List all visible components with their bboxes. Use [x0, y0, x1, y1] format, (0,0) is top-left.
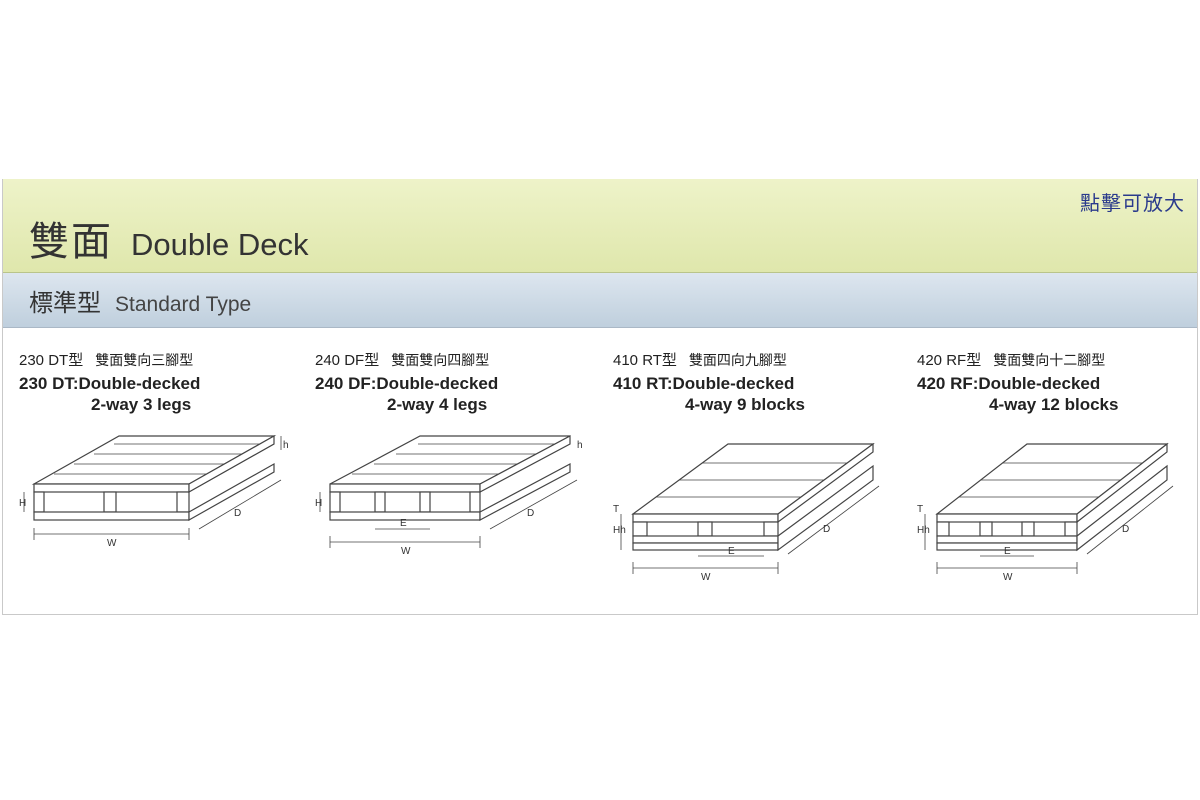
depth-label: D	[234, 508, 241, 519]
item-code: 240 DF型雙面雙向四腳型	[315, 349, 489, 370]
pallet-diagram-240df: E W D H h	[315, 435, 583, 557]
pallet-panel: 雙面 Double Deck 點擊可放大 標準型 Standard Type 230…	[2, 179, 1198, 615]
item-name-chinese: 雙面雙向三腳型	[95, 353, 194, 369]
item-name-chinese: 雙面雙向四腳型	[391, 353, 490, 369]
pallet-diagram-230dt: W D H h	[19, 434, 289, 549]
width-label: W	[107, 538, 117, 549]
dimension-lines	[23, 436, 282, 540]
spacing-label: E	[1004, 546, 1011, 557]
item-code: 420 RF型雙面雙向十二腳型	[917, 349, 1105, 370]
height-label: H	[315, 498, 322, 509]
pallet-drawing	[329, 435, 571, 521]
depth-label: D	[1122, 524, 1129, 535]
page-title: 雙面 Double Deck	[29, 209, 308, 267]
section-title-chinese: 標準型	[29, 289, 101, 317]
pallet-item-230dt[interactable]: 230 DT型雙面雙向三腳型 230 DT:Double-decked 2-wa…	[19, 349, 319, 599]
zoom-link[interactable]: 點擊可放大	[1080, 191, 1185, 215]
item-description-line1: 410 RT:Double-decked	[613, 374, 795, 393]
item-code-label: 240 DF型	[315, 352, 380, 369]
item-description-line2: 4-way 9 blocks	[685, 395, 806, 414]
spacing-label: E	[400, 518, 407, 529]
section-title-english: Standard Type	[115, 293, 252, 316]
width-label: W	[401, 546, 411, 557]
height-label: H	[19, 498, 26, 509]
main-header: 雙面 Double Deck 點擊可放大	[3, 179, 1197, 273]
deck-height-label: h	[577, 440, 583, 451]
item-description-line2: 2-way 3 legs	[91, 395, 192, 414]
pallet-item-410rt[interactable]: 410 RT型雙面四向九腳型 410 RT:Double-decked 4-wa…	[613, 349, 913, 599]
dimension-lines	[924, 485, 1174, 574]
item-name-chinese: 雙面四向九腳型	[688, 353, 787, 369]
deck-height-label: h	[283, 440, 289, 451]
pallet-item-420rf[interactable]: 420 RF型雙面雙向十二腳型 420 RF:Double-decked 4-w…	[917, 349, 1200, 599]
pallet-drawing	[935, 442, 1169, 552]
item-code-label: 230 DT型	[19, 352, 84, 369]
pallet-item-240df[interactable]: 240 DF型雙面雙向四腳型 240 DF:Double-decked 2-wa…	[315, 349, 615, 599]
pallet-drawing	[31, 434, 277, 522]
item-description-line2: 2-way 4 legs	[387, 395, 488, 414]
pallet-diagram-410rt: T Hh E W D	[613, 442, 880, 583]
height-label: Hh	[917, 525, 930, 536]
width-label: W	[701, 572, 711, 583]
pallet-drawing	[631, 442, 875, 552]
depth-label: D	[823, 524, 830, 535]
section-title: 標準型 Standard Type	[29, 283, 251, 318]
item-description-line2: 4-way 12 blocks	[989, 395, 1119, 414]
item-code-label: 420 RF型	[917, 352, 982, 369]
item-description-line1: 230 DT:Double-decked	[19, 374, 201, 393]
spacing-label: E	[728, 546, 735, 557]
item-code-label: 410 RT型	[613, 352, 677, 369]
thickness-label: T	[917, 504, 923, 515]
depth-label: D	[527, 508, 534, 519]
pallet-diagram-420rf: T Hh E W D	[917, 442, 1174, 583]
item-code: 230 DT型雙面雙向三腳型	[19, 349, 193, 370]
title-english: Double Deck	[131, 227, 309, 262]
item-description-line1: 420 RF:Double-decked	[917, 374, 1101, 393]
height-label: Hh	[613, 525, 626, 536]
section-header: 標準型 Standard Type	[3, 273, 1197, 328]
item-code: 410 RT型雙面四向九腳型	[613, 349, 787, 370]
item-description-line1: 240 DF:Double-decked	[315, 374, 499, 393]
width-label: W	[1003, 572, 1013, 583]
item-name-chinese: 雙面雙向十二腳型	[993, 353, 1106, 369]
title-chinese: 雙面	[29, 219, 113, 265]
dimension-lines	[620, 485, 880, 574]
thickness-label: T	[613, 504, 619, 515]
dimension-lines	[319, 479, 578, 548]
